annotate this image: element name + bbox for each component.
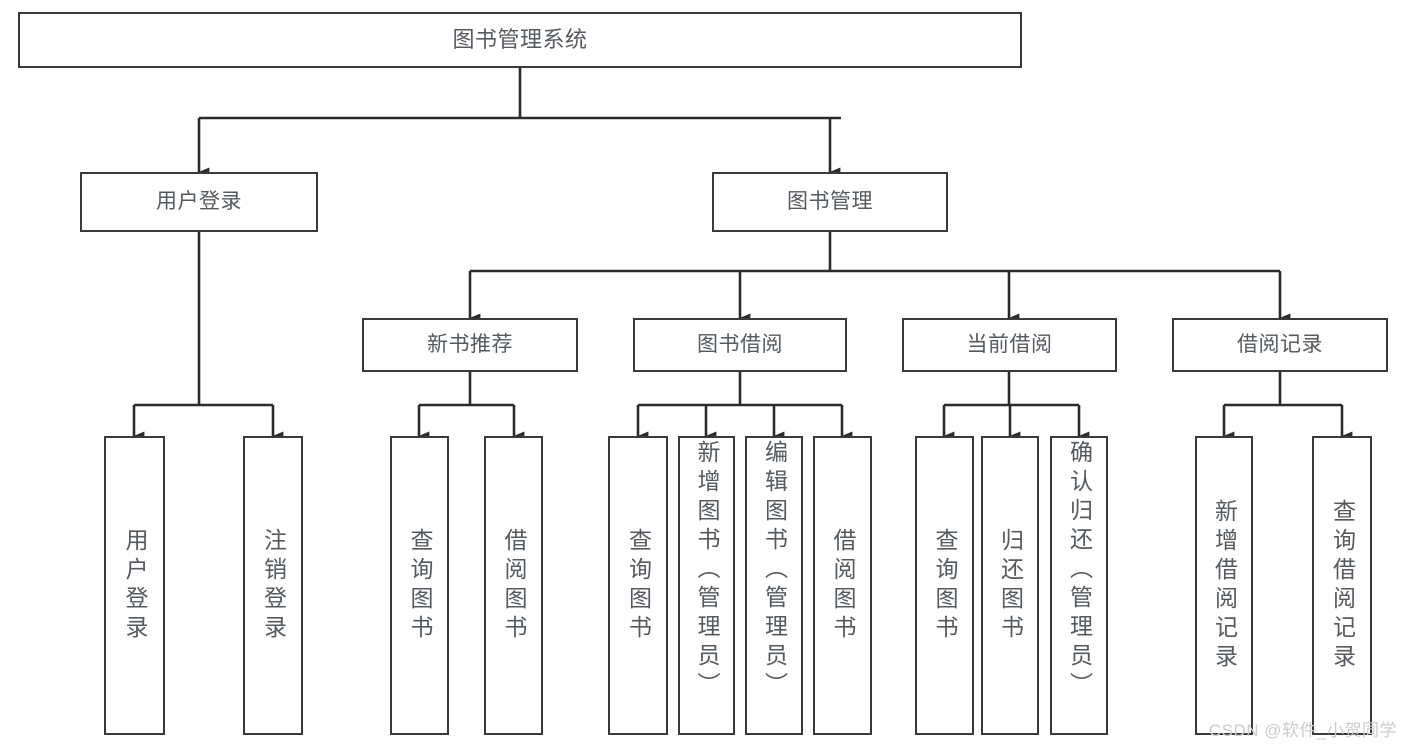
leaf-confirm-return-admin[interactable]: 确认归还（管理员） [1050,436,1108,735]
node-book-borrowing[interactable]: 图书借阅 [633,318,847,372]
node-label: 查询图书 [932,527,958,644]
node-root-book-management-system[interactable]: 图书管理系统 [18,12,1022,68]
node-label: 图书管理 [787,189,873,213]
node-label: 查询图书 [625,527,652,644]
node-label: 图书管理系统 [452,27,588,53]
node-label: 用户登录 [156,189,242,213]
leaf-return-book[interactable]: 归还图书 [981,436,1039,735]
leaf-query-book-borrowing[interactable]: 查询图书 [608,436,668,735]
csdn-watermark: CSDN @软件_小贺同学 [1208,721,1397,740]
node-current-borrowing[interactable]: 当前借阅 [902,318,1117,372]
node-label: 用户登录 [122,527,148,644]
node-label: 查询借阅记录 [1329,498,1356,673]
leaf-edit-book-admin[interactable]: 编辑图书（管理员） [745,436,803,735]
node-label: 查询图书 [407,527,433,644]
node-label: 注销登录 [260,527,287,644]
node-label: 编辑图书（管理员） [761,440,788,701]
node-label: 借阅图书 [830,527,856,644]
leaf-query-borrow-record[interactable]: 查询借阅记录 [1312,436,1372,735]
node-label: 确认归还（管理员） [1066,440,1093,701]
leaf-add-book-admin[interactable]: 新增图书（管理员） [678,436,735,735]
node-borrowing-record[interactable]: 借阅记录 [1172,318,1388,372]
leaf-query-book-recommendation[interactable]: 查询图书 [390,436,449,735]
node-label: 借阅记录 [1237,332,1323,356]
node-user-login[interactable]: 用户登录 [80,172,318,232]
node-label: 新增图书（管理员） [694,440,720,701]
node-label: 新增借阅记录 [1211,498,1238,673]
node-label: 当前借阅 [966,332,1053,356]
leaf-user-login[interactable]: 用户登录 [104,436,165,735]
node-new-book-recommendation[interactable]: 新书推荐 [362,318,578,372]
leaf-borrow-book-borrowing[interactable]: 借阅图书 [813,436,872,735]
leaf-borrow-book-recommendation[interactable]: 借阅图书 [484,436,543,735]
node-label: 借阅图书 [501,527,527,644]
node-label: 新书推荐 [427,332,513,356]
node-label: 归还图书 [997,527,1024,644]
leaf-add-borrow-record[interactable]: 新增借阅记录 [1195,436,1253,735]
node-book-management[interactable]: 图书管理 [712,172,948,232]
leaf-logout[interactable]: 注销登录 [243,436,303,735]
leaf-query-book-current[interactable]: 查询图书 [915,436,974,735]
node-label: 图书借阅 [697,332,783,356]
